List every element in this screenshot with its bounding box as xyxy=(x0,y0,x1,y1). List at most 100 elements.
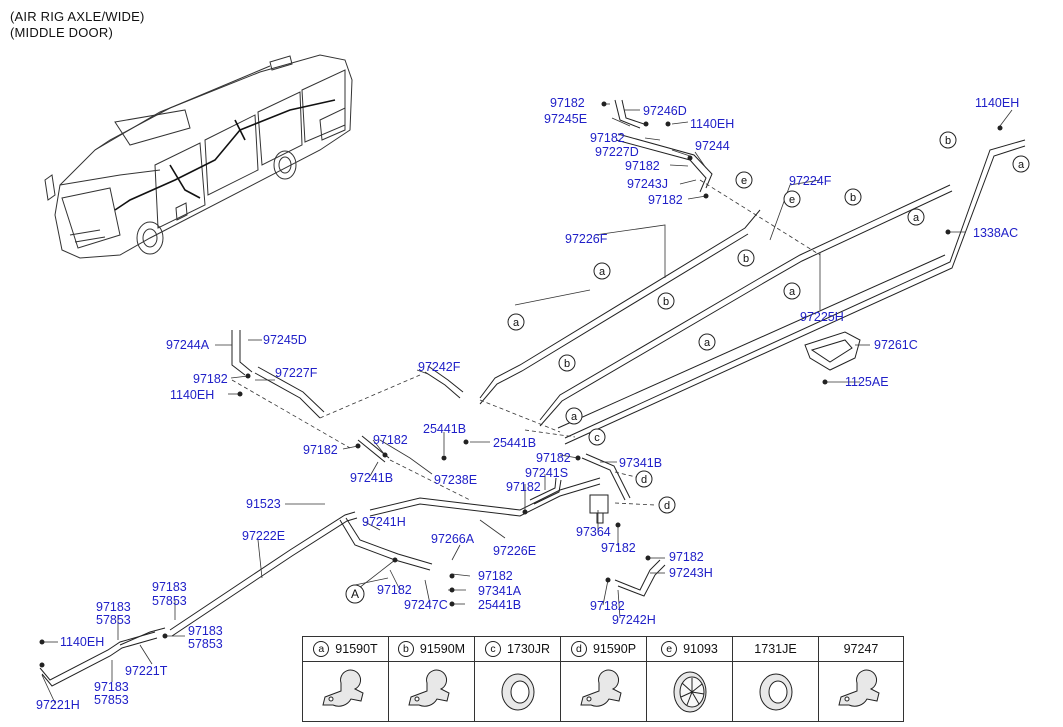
part-label[interactable]: 97182 xyxy=(590,599,625,613)
callout-a-6: a xyxy=(698,333,716,351)
part-label[interactable]: 97183 xyxy=(152,580,187,594)
legend-part[interactable]: 91093 xyxy=(683,642,718,656)
svg-text:b: b xyxy=(663,296,669,308)
part-label[interactable]: 97238E xyxy=(434,473,478,487)
part-label[interactable]: 97183 xyxy=(94,680,129,694)
callout-markers: a b e e b a b a a b a a b a c d d A xyxy=(345,131,1030,604)
legend-part[interactable]: 1730JR xyxy=(506,642,551,656)
grommet-icon xyxy=(759,673,793,711)
part-label[interactable]: 57853 xyxy=(152,594,187,608)
part-label[interactable]: 97222E xyxy=(242,529,286,543)
legend-part[interactable]: 91590P xyxy=(592,642,637,656)
legend-letter: d xyxy=(570,641,587,657)
svg-text:b: b xyxy=(850,192,856,204)
svg-text:a: a xyxy=(571,411,578,423)
part-label[interactable]: 57853 xyxy=(94,693,129,707)
part-label[interactable]: 57853 xyxy=(188,637,223,651)
fittings xyxy=(39,101,1003,668)
part-label[interactable]: 97182 xyxy=(377,583,412,597)
svg-text:b: b xyxy=(564,358,570,370)
legend-letter: b xyxy=(397,641,414,657)
part-label[interactable]: 97182 xyxy=(373,433,408,447)
part-label[interactable]: 97182 xyxy=(506,480,541,494)
part-label[interactable]: 97245D xyxy=(263,333,307,347)
part-label[interactable]: 97226F xyxy=(565,232,608,246)
part-label[interactable]: 97225H xyxy=(800,310,844,324)
part-label[interactable]: 97221H xyxy=(36,698,80,712)
part-label[interactable]: 25441B xyxy=(423,422,467,436)
part-label[interactable]: 25441B xyxy=(478,598,522,612)
part-label[interactable]: 1125AE xyxy=(845,375,889,389)
diagram-title-line2: (MIDDLE DOOR) xyxy=(10,25,113,40)
part-label[interactable]: 97182 xyxy=(590,131,625,145)
clamp-icon xyxy=(580,669,622,707)
part-label[interactable]: 97243H xyxy=(669,566,713,580)
part-label[interactable]: 97244 xyxy=(695,139,730,153)
part-label[interactable]: 97266A xyxy=(431,532,475,546)
svg-text:a: a xyxy=(1018,159,1025,171)
clamp-icon xyxy=(408,669,450,707)
part-label[interactable]: 1140EH xyxy=(690,117,735,131)
callout-c-1: c xyxy=(588,428,606,446)
part-label[interactable]: 97243J xyxy=(627,177,669,191)
part-label[interactable]: 1140EH xyxy=(975,96,1020,110)
part-label[interactable]: 97341B xyxy=(619,456,663,470)
part-label[interactable]: 97221T xyxy=(125,664,168,678)
legend-part[interactable]: 91590M xyxy=(419,642,466,656)
part-label[interactable]: 1140EH xyxy=(170,388,215,402)
part-label[interactable]: 97241S xyxy=(525,466,569,480)
part-label[interactable]: 97182 xyxy=(601,541,636,555)
part-label[interactable]: 97182 xyxy=(669,550,704,564)
legend-cell: 1731JE xyxy=(733,637,819,721)
part-label[interactable]: 1338AC xyxy=(973,226,1019,240)
part-label[interactable]: 97183 xyxy=(188,624,223,638)
part-label[interactable]: 97182 xyxy=(193,372,228,386)
part-label[interactable]: 97244A xyxy=(166,338,210,352)
part-label[interactable]: 97242F xyxy=(418,360,461,374)
part-label[interactable]: 97261C xyxy=(874,338,918,352)
part-label[interactable]: 91523 xyxy=(246,497,281,511)
part-label[interactable]: 97245E xyxy=(544,112,588,126)
part-label[interactable]: 97182 xyxy=(648,193,683,207)
part-label[interactable]: 97182 xyxy=(303,443,338,457)
part-label[interactable]: 97224F xyxy=(789,174,832,188)
part-label[interactable]: 97241H xyxy=(362,515,406,529)
legend-cell: a 91590T xyxy=(303,637,389,721)
part-label[interactable]: 97182 xyxy=(536,451,571,465)
part-label[interactable]: 97242H xyxy=(612,613,656,627)
part-label[interactable]: 97182 xyxy=(550,96,585,110)
air-pipes xyxy=(39,99,1026,687)
legend-part[interactable]: 97247 xyxy=(843,642,879,656)
svg-text:a: a xyxy=(513,317,520,329)
part-label[interactable]: 97182 xyxy=(625,159,660,173)
part-label[interactable]: 97341A xyxy=(478,584,522,598)
legend-cell: 97247 xyxy=(819,637,903,721)
part-label[interactable]: 25441B xyxy=(493,436,537,450)
svg-text:a: a xyxy=(599,266,606,278)
part-label[interactable]: 97246D xyxy=(643,104,687,118)
part-label[interactable]: 1140EH xyxy=(60,635,105,649)
legend-part[interactable]: 91590T xyxy=(335,642,378,656)
callout-a-7: a xyxy=(565,407,583,425)
legend-cell: b 91590M xyxy=(389,637,475,721)
part-label[interactable]: 97183 xyxy=(96,600,131,614)
part-label[interactable]: 97247C xyxy=(404,598,448,612)
diagram-title-line1: (AIR RIG AXLE/WIDE) xyxy=(10,9,145,24)
part-label[interactable]: 97226E xyxy=(493,544,537,558)
callout-a-2: a xyxy=(907,208,925,226)
legend-letter: a xyxy=(313,641,330,657)
part-label[interactable]: 97227D xyxy=(595,145,639,159)
callout-b-5: b xyxy=(558,354,576,372)
callout-b-3: b xyxy=(737,249,755,267)
callout-d-2: d xyxy=(658,496,676,514)
part-label[interactable]: 97182 xyxy=(478,569,513,583)
callout-a-4: a xyxy=(783,282,801,300)
callout-d-1: d xyxy=(635,470,653,488)
svg-text:a: a xyxy=(789,286,796,298)
part-label[interactable]: 97227F xyxy=(275,366,318,380)
part-label[interactable]: 97241B xyxy=(350,471,394,485)
legend-part[interactable]: 1731JE xyxy=(754,642,797,656)
part-label[interactable]: 97364 xyxy=(576,525,611,539)
part-label[interactable]: 57853 xyxy=(96,613,131,627)
